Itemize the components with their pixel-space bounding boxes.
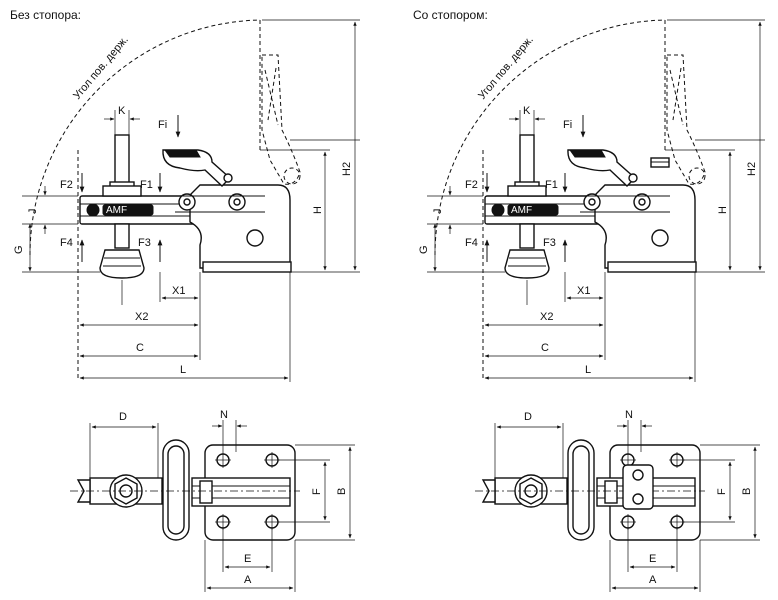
dim-h-label: H: [717, 206, 729, 214]
dim-n-label: N: [220, 409, 228, 421]
dim-a-label: A: [649, 574, 657, 586]
force-f3-label: F3: [138, 237, 151, 249]
dim-g-label: G: [418, 245, 430, 254]
side-view-without-lock: [22, 20, 360, 382]
dim-a-label: A: [244, 574, 252, 586]
force-f3-label: F3: [543, 237, 556, 249]
dim-x1-label: X1: [577, 285, 590, 297]
dim-d-label: D: [119, 411, 127, 423]
dim-x2-label: X2: [540, 311, 553, 323]
dim-b-label: B: [741, 488, 753, 495]
dim-x2-label: X2: [135, 311, 148, 323]
dim-g-label: G: [13, 245, 25, 254]
top-view-with-lock: [475, 420, 760, 592]
force-fi-label: Fi: [158, 119, 167, 131]
lock-mechanism: [622, 464, 654, 510]
arc-label: Угол пов. держ.: [71, 34, 131, 102]
force-fi-label: Fi: [563, 119, 572, 131]
top-view-without-lock: [70, 420, 355, 592]
brand-mark: AMF: [106, 205, 127, 216]
dim-j-label: J: [27, 209, 39, 215]
dim-k-label: K: [523, 105, 531, 117]
dim-c-label: C: [541, 342, 549, 354]
dim-e-label: E: [649, 553, 656, 565]
dim-l-label: L: [180, 364, 186, 376]
dim-n-label: N: [625, 409, 633, 421]
dim-l-label: L: [585, 364, 591, 376]
force-f1-label: F1: [545, 179, 558, 191]
dim-e-label: E: [244, 553, 251, 565]
dim-j-label: J: [432, 209, 444, 215]
force-f4-label: F4: [465, 237, 478, 249]
force-f2-label: F2: [60, 179, 73, 191]
dim-f-label: F: [311, 488, 323, 495]
dim-c-label: C: [136, 342, 144, 354]
dim-f-label: F: [716, 488, 728, 495]
dim-h-label: H: [312, 206, 324, 214]
brand-mark: AMF: [511, 205, 532, 216]
dim-x1-label: X1: [172, 285, 185, 297]
dim-d-label: D: [524, 411, 532, 423]
force-f1-label: F1: [140, 179, 153, 191]
arc-label: Угол пов. держ.: [476, 34, 536, 102]
view-title-with-lock: Со стопором:: [413, 8, 488, 22]
dim-h2-label: H2: [746, 162, 758, 176]
view-title-without-lock: Без стопора:: [10, 8, 82, 22]
force-f2-label: F2: [465, 179, 478, 191]
side-view-with-lock: [427, 20, 765, 382]
dim-k-label: K: [118, 105, 126, 117]
dim-b-label: B: [336, 488, 348, 495]
force-f4-label: F4: [60, 237, 73, 249]
dim-h2-label: H2: [341, 162, 353, 176]
